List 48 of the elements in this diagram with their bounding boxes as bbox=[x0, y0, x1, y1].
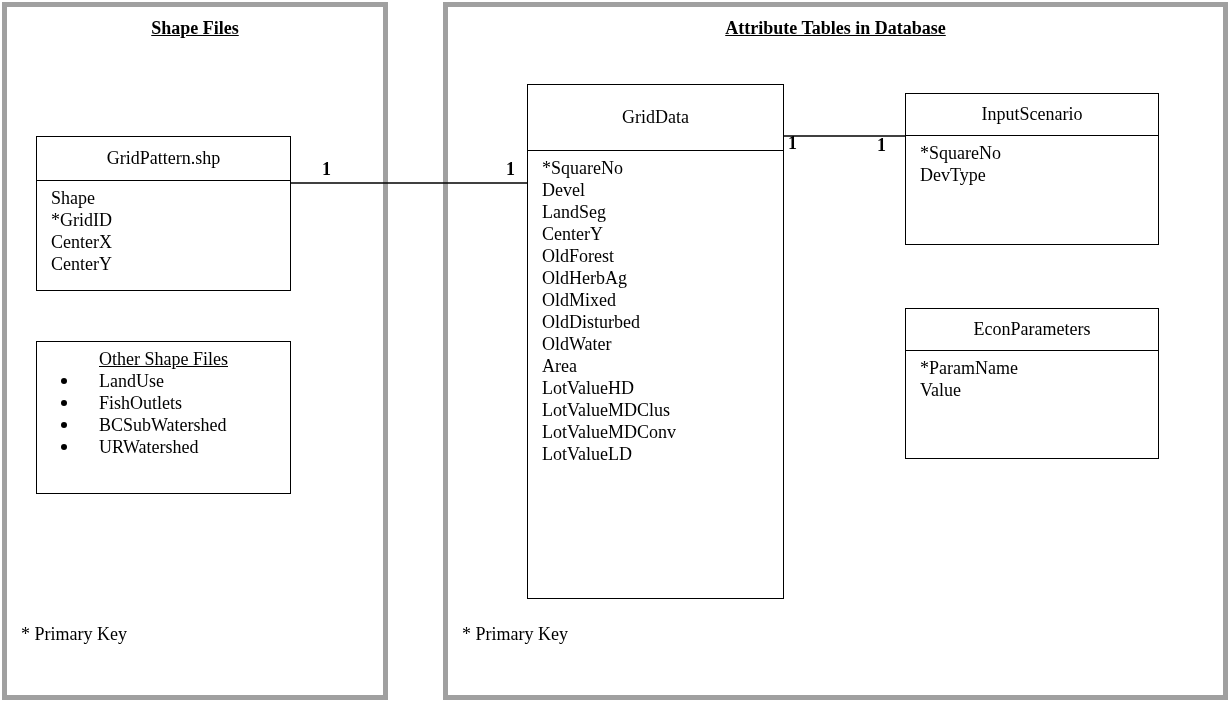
field-name: LandSeg bbox=[542, 201, 607, 223]
panel-title: Attribute Tables in Database bbox=[724, 17, 947, 40]
group-panel bbox=[2, 2, 388, 700]
table-name: GridPattern.shp bbox=[106, 147, 221, 170]
list-item: FishOutlets bbox=[99, 392, 182, 414]
table-box bbox=[905, 308, 1159, 459]
relationship-line bbox=[783, 135, 906, 137]
table-box bbox=[36, 136, 291, 291]
cardinality-label: 1 bbox=[506, 158, 515, 181]
list-item: LandUse bbox=[99, 370, 164, 392]
list-item: BCSubWatershed bbox=[99, 414, 227, 436]
field-name: CenterX bbox=[51, 231, 113, 253]
footnote: * Primary Key bbox=[462, 623, 568, 646]
field-name: CenterY bbox=[542, 223, 604, 245]
group-panel bbox=[443, 2, 1228, 700]
table-box bbox=[527, 84, 784, 599]
cardinality-label: 1 bbox=[788, 132, 797, 155]
field-name: Shape bbox=[51, 187, 96, 209]
cardinality-label: 1 bbox=[322, 158, 331, 181]
table-name: GridData bbox=[622, 106, 689, 129]
field-name: *GridID bbox=[51, 209, 113, 231]
field-name: *SquareNo bbox=[542, 157, 624, 179]
list-heading: Other Shape Files bbox=[98, 348, 229, 370]
list-item: URWatershed bbox=[99, 436, 199, 458]
field-name: OldDisturbed bbox=[542, 311, 641, 333]
field-name: OldHerbAg bbox=[542, 267, 628, 289]
panel-title: Shape Files bbox=[150, 17, 240, 40]
table-box bbox=[905, 93, 1159, 245]
field-name: CenterY bbox=[51, 253, 113, 275]
cardinality-label: 1 bbox=[877, 134, 886, 157]
field-name: OldWater bbox=[542, 333, 613, 355]
field-name: DevType bbox=[920, 164, 987, 186]
field-name: *SquareNo bbox=[920, 142, 1002, 164]
field-name: Value bbox=[920, 379, 962, 401]
field-name: LotValueMDClus bbox=[542, 399, 671, 421]
table-name: InputScenario bbox=[981, 103, 1083, 126]
field-name: Devel bbox=[542, 179, 586, 201]
list-box bbox=[36, 341, 291, 494]
relationship-line bbox=[290, 182, 528, 184]
field-name: Area bbox=[542, 355, 578, 377]
table-name: EconParameters bbox=[973, 318, 1091, 341]
field-name: LotValueLD bbox=[542, 443, 633, 465]
field-name: OldMixed bbox=[542, 289, 617, 311]
field-name: *ParamName bbox=[920, 357, 1019, 379]
footnote: * Primary Key bbox=[21, 623, 127, 646]
field-name: LotValueHD bbox=[542, 377, 635, 399]
field-name: OldForest bbox=[542, 245, 615, 267]
field-name: LotValueMDConv bbox=[542, 421, 677, 443]
